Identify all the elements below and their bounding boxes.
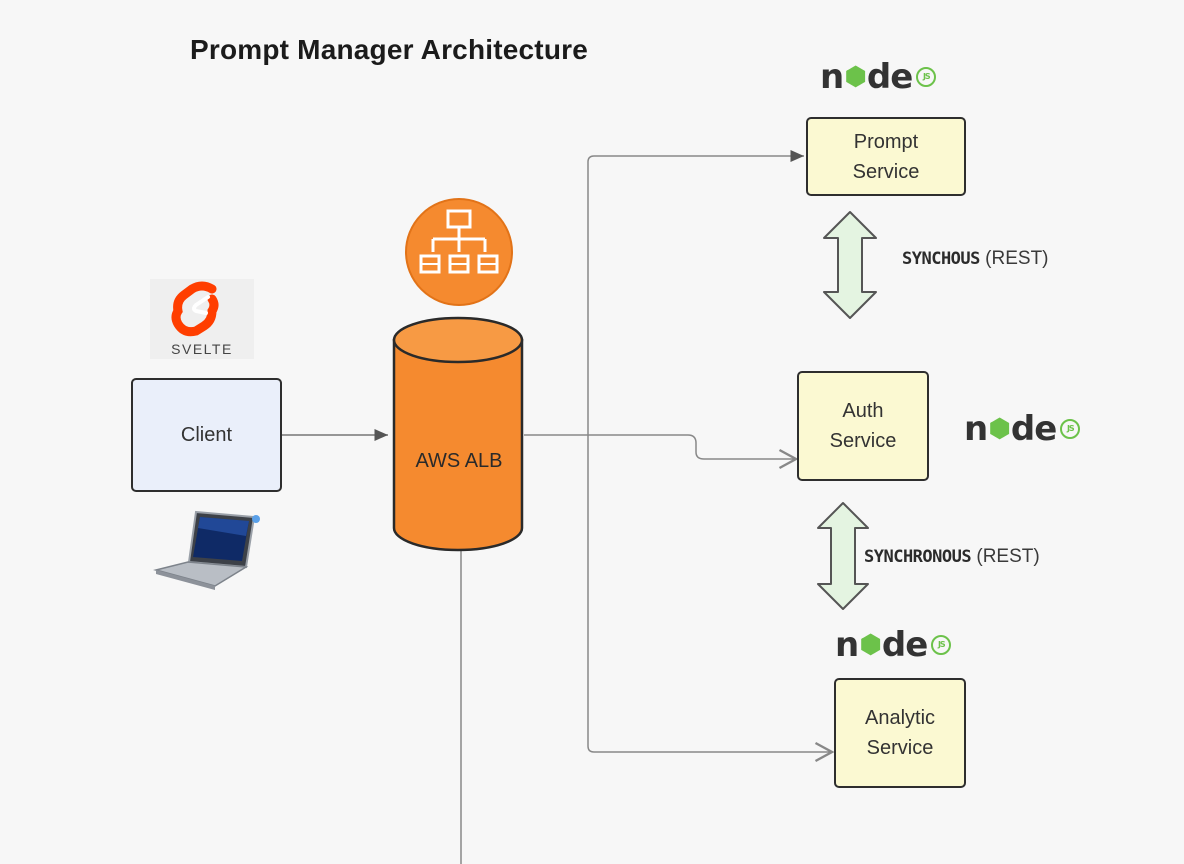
analytic-service-label-line2: Service bbox=[866, 737, 934, 759]
link-suffix: (REST) bbox=[976, 546, 1040, 567]
load-balancer-icon bbox=[405, 198, 513, 306]
node-letter-d: d bbox=[866, 57, 891, 97]
node-js-badge: JS bbox=[1060, 419, 1081, 439]
svelte-logo: SVELTE bbox=[150, 279, 254, 359]
node-letter-n: n bbox=[835, 625, 859, 665]
node-letter-n: n bbox=[964, 409, 988, 449]
node-letter-n: n bbox=[820, 57, 844, 97]
auth-service-node[interactable]: Auth Service bbox=[797, 371, 929, 481]
prompt-auth-double-arrow bbox=[823, 211, 877, 319]
auth-analytic-double-arrow bbox=[817, 502, 869, 610]
node-letter-e: e bbox=[890, 57, 913, 97]
node-js-badge: JS bbox=[931, 635, 952, 655]
node-letter-e: e bbox=[1034, 409, 1057, 449]
node-letter-d: d bbox=[881, 625, 906, 665]
alb-to-prompt-connector bbox=[524, 150, 804, 436]
node-letter-d: d bbox=[1010, 409, 1035, 449]
client-node[interactable]: Client bbox=[131, 378, 282, 492]
laptop-icon bbox=[153, 510, 260, 590]
prompt-service-node[interactable]: Prompt Service bbox=[806, 117, 966, 196]
svelte-wordmark: SVELTE bbox=[171, 341, 233, 357]
diagram-title: Prompt Manager Architecture bbox=[190, 34, 589, 65]
node-js-badge: JS bbox=[916, 67, 937, 87]
client-label: Client bbox=[180, 424, 233, 446]
prompt-service-label-line2: Service bbox=[852, 160, 920, 183]
node-letter-e: e bbox=[905, 625, 928, 665]
link-keyword: SYNCHRONOUS bbox=[864, 547, 972, 567]
node-hex-icon: ⬢ bbox=[859, 630, 882, 660]
alb-cylinder bbox=[392, 316, 524, 552]
link-suffix: (REST) bbox=[985, 248, 1049, 269]
alb-to-analytic-connector bbox=[587, 435, 835, 763]
analytic-service-node[interactable]: Analytic Service bbox=[834, 678, 966, 788]
link-keyword: SYNCHOUS bbox=[902, 249, 980, 269]
auth-service-label-line2: Service bbox=[829, 430, 897, 452]
alb-to-auth-connector bbox=[588, 434, 799, 470]
alb-label: AWS ALB bbox=[415, 450, 503, 472]
auth-analytic-link-label: SYNCHRONOUS (REST) bbox=[864, 546, 1040, 568]
auth-service-label-line1: Auth bbox=[842, 400, 884, 422]
svelte-mark-icon bbox=[171, 281, 219, 337]
analytic-service-label-line1: Analytic bbox=[864, 707, 936, 729]
prompt-auth-link-label: SYNCHOUS (REST) bbox=[902, 248, 1049, 270]
node-hex-icon: ⬢ bbox=[988, 414, 1011, 444]
prompt-service-label-line1: Prompt bbox=[853, 130, 919, 153]
node-hex-icon: ⬢ bbox=[844, 62, 867, 92]
